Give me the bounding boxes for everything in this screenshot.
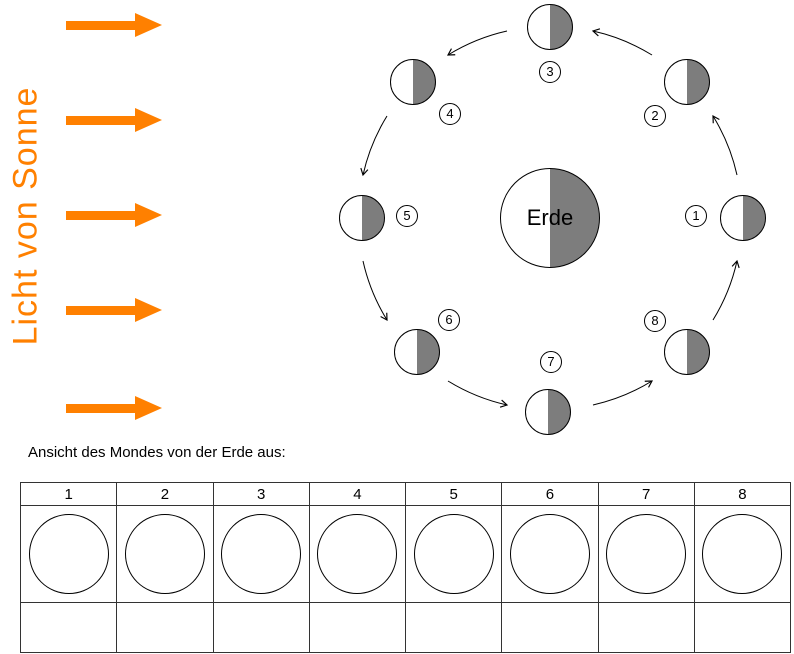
moon-number-badge-6: 6 — [438, 309, 460, 331]
table-header-cell-8: 8 — [693, 482, 792, 506]
sun-ray-arrowhead-icon — [135, 298, 162, 322]
worksheet-caption: Ansicht des Mondes von der Erde aus: — [28, 444, 286, 461]
answer-circle-cell-7 — [597, 505, 695, 603]
sun-ray-arrowhead-icon — [135, 13, 162, 37]
sun-ray-arrowhead-icon — [135, 396, 162, 420]
table-header-cell-3: 3 — [212, 482, 310, 506]
answer-text-cell-4 — [308, 602, 407, 653]
earth: Erde — [500, 168, 600, 268]
answer-circle-cell-6 — [501, 505, 599, 603]
answer-circle-2 — [124, 514, 205, 594]
sun-ray-arrow-2 — [66, 108, 162, 132]
answer-text-cell-3 — [212, 602, 310, 653]
table-header-cell-2: 2 — [116, 482, 214, 506]
answer-text-cell-5 — [404, 602, 503, 653]
table-header-row: 1 2 3 4 5 6 7 8 — [19, 482, 792, 506]
sun-ray-arrow-5 — [66, 396, 162, 420]
answer-circle-4 — [317, 514, 398, 594]
answer-circle-7 — [606, 514, 687, 594]
orbit-arrow-2-3 — [591, 28, 653, 56]
orbit-arrow-5-6 — [362, 260, 388, 322]
orbit-arrow-6-7 — [447, 380, 509, 408]
answer-circle-cell-4 — [308, 505, 407, 603]
answer-circle-cell-3 — [212, 505, 310, 603]
orbit-arrow-7-8 — [592, 380, 654, 406]
moon-number-badge-5: 5 — [396, 205, 418, 227]
moon-number-badge-1: 1 — [685, 205, 707, 227]
moon-position-6 — [394, 329, 440, 375]
sun-ray-shaft — [66, 404, 136, 413]
sun-ray-shaft — [66, 21, 136, 30]
answer-circle-3 — [221, 514, 302, 594]
moon-position-8 — [664, 329, 710, 375]
moon-number-badge-4: 4 — [439, 103, 461, 125]
moon-position-1 — [720, 195, 766, 241]
answer-circle-5 — [413, 514, 494, 594]
sun-ray-arrow-4 — [66, 298, 162, 322]
table-header-cell-4: 4 — [308, 482, 407, 506]
orbit-arrow-4-5 — [360, 115, 388, 177]
answer-circle-cell-8 — [693, 505, 792, 603]
answer-text-cell-8 — [693, 602, 792, 653]
earth-label: Erde — [526, 205, 574, 230]
table-header-cell-6: 6 — [501, 482, 599, 506]
answers-table: 1 2 3 4 5 6 7 8 — [19, 482, 792, 653]
answer-text-row — [19, 602, 792, 653]
moon-position-2 — [664, 59, 710, 105]
moon-number-badge-3: 3 — [539, 61, 561, 83]
sun-ray-shaft — [66, 306, 136, 315]
moon-position-7 — [525, 389, 571, 435]
orbit-arrow-1-2 — [712, 114, 738, 176]
moon-number-badge-8: 8 — [644, 310, 666, 332]
moon-position-3 — [527, 4, 573, 50]
answer-text-cell-1 — [19, 602, 118, 653]
orbit-arrow-3-4 — [446, 30, 508, 56]
sun-ray-arrowhead-icon — [135, 108, 162, 132]
sun-ray-shaft — [66, 211, 136, 220]
sun-ray-shaft — [66, 116, 136, 125]
answer-circle-6 — [509, 514, 590, 594]
sun-ray-arrow-1 — [66, 13, 162, 37]
moon-position-5 — [339, 195, 385, 241]
table-header-cell-5: 5 — [404, 482, 503, 506]
answer-circle-cell-5 — [404, 505, 503, 603]
moon-number-badge-2: 2 — [644, 105, 666, 127]
answer-circle-1 — [28, 514, 109, 594]
answer-text-cell-7 — [597, 602, 695, 653]
orbit-arrow-8-1 — [712, 259, 740, 321]
sun-ray-arrowhead-icon — [135, 203, 162, 227]
answer-circle-row — [19, 505, 792, 603]
moon-number-badge-7: 7 — [540, 351, 562, 373]
answer-text-cell-6 — [501, 602, 599, 653]
answer-circle-cell-2 — [116, 505, 214, 603]
table-header-cell-1: 1 — [19, 482, 118, 506]
moon-position-4 — [390, 59, 436, 105]
answer-text-cell-2 — [116, 602, 214, 653]
answer-circle-cell-1 — [19, 505, 118, 603]
answer-circle-8 — [702, 514, 783, 594]
sun-ray-arrow-3 — [66, 203, 162, 227]
table-header-cell-7: 7 — [597, 482, 695, 506]
